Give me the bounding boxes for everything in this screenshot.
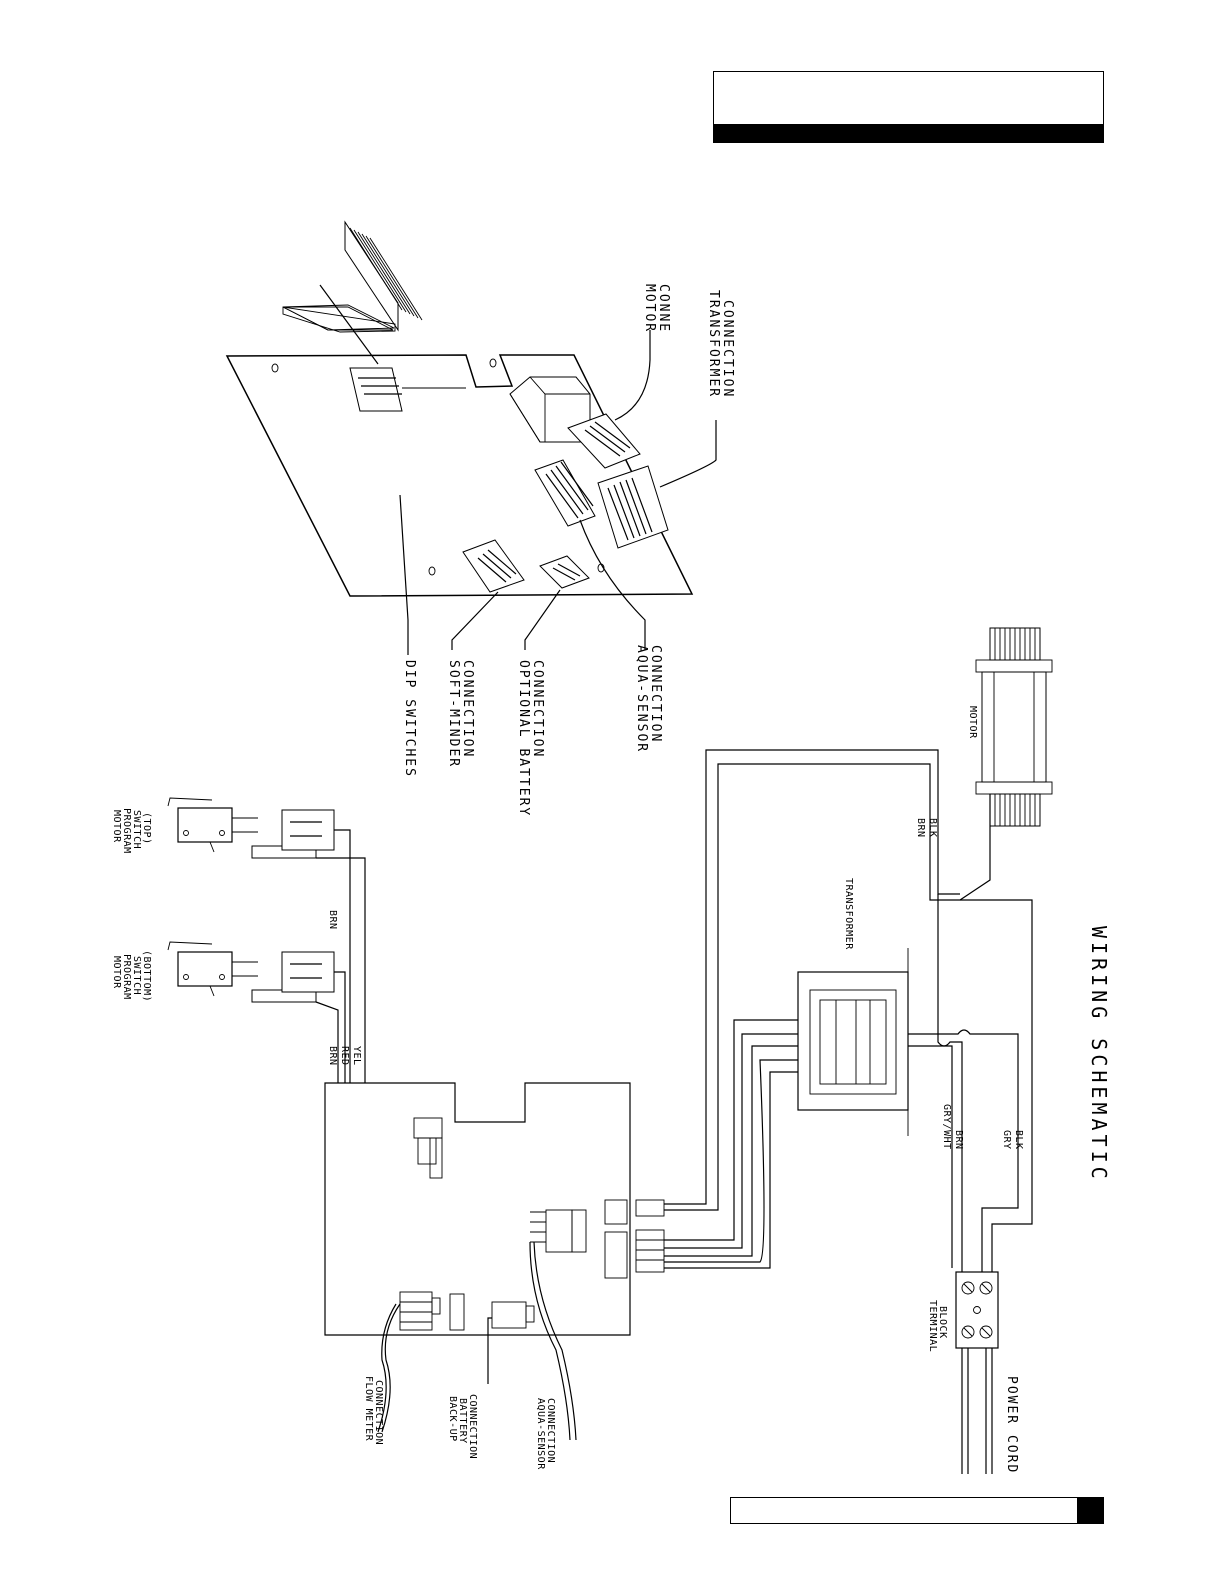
diagram-title: WIRING SCHEMATIC — [1087, 926, 1111, 1183]
leader-lines — [319, 284, 717, 655]
top-connector — [349, 367, 466, 412]
backup-battery-label-1: BACK-UP — [447, 1396, 458, 1442]
switch-bottom-line-1: MOTOR — [111, 956, 122, 989]
header-box — [713, 71, 1104, 143]
wire-label-gry: GRY — [1001, 1130, 1012, 1150]
wire-label-motor-blk: BLK — [927, 818, 938, 838]
soft-minder-label-1: SOFT-MINDER — [446, 660, 461, 768]
external-connections — [377, 1241, 577, 1441]
motor-label: MOTOR — [967, 706, 978, 739]
aqua-sensor-connector — [534, 459, 596, 527]
motor-connection-label-2: CONNE — [656, 284, 671, 333]
flow-meter-label-2: CONNECTION — [373, 1380, 384, 1445]
motor-connector — [567, 413, 641, 469]
transformer-label: TRANSFORMER — [843, 878, 854, 950]
transformer-connection-label-2: CONNECTION — [720, 300, 735, 398]
aqua-sensor-lower-label-1: AQUA-SENSOR — [535, 1398, 546, 1470]
aqua-sensor-label-1: AQUA-SENSOR — [634, 645, 649, 753]
transformer-connection-label-1: TRANSFORMER — [706, 290, 721, 398]
header-bar — [714, 124, 1103, 142]
board-label-group: MOTOR CONNE TRANSFORMER CONNECTION DIP S… — [402, 284, 735, 817]
soft-minder-label-2: CONNECTION — [460, 660, 475, 758]
switch-top-line-2: PROGRAM — [121, 808, 132, 854]
circuit-board-illustration — [225, 220, 717, 655]
wire-label-gry-wht: GRY/WHT — [941, 1104, 952, 1150]
soft-minder-connector — [462, 539, 525, 593]
footer-bar — [1077, 1498, 1103, 1523]
aqua-sensor-label-2: CONNECTION — [648, 645, 663, 743]
terminal-block-label-2: BLOCK — [937, 1306, 948, 1339]
motor-component: MOTOR — [967, 627, 1053, 827]
wire-label-red: RED — [339, 1046, 350, 1066]
switch-top: MOTOR PROGRAM SWITCH (TOP) — [111, 797, 335, 859]
transformer-component: TRANSFORMER — [797, 878, 909, 1136]
switch-bottom-line-3: SWITCH — [131, 956, 142, 995]
control-board — [324, 1082, 665, 1336]
backup-battery-label-2: BATTERY — [457, 1398, 468, 1444]
wire-label-blk: BLK — [1013, 1130, 1024, 1150]
switch-bottom: MOTOR PROGRAM SWITCH (BOTTOM) — [111, 941, 335, 1003]
terminal-block-label-1: TERMINAL — [927, 1300, 938, 1352]
switch-top-line-3: SWITCH — [131, 810, 142, 849]
terminal-block: TERMINAL BLOCK POWER CORD — [927, 1271, 1019, 1474]
wire-label-yel: YEL — [351, 1046, 362, 1066]
dip-switch-block — [282, 220, 423, 333]
power-wiring: BRN BLK GRY/WHT BRN GRY BLK — [664, 749, 1033, 1272]
switch-bottom-line-4: (BOTTOM) — [141, 950, 152, 1002]
optional-battery-label-1: OPTIONAL BATTERY — [516, 660, 531, 817]
wire-label-motor-brn: BRN — [915, 818, 926, 838]
footer-box — [730, 1497, 1104, 1524]
switch-top-line-1: MOTOR — [111, 810, 122, 843]
wire-label-tb-brn: BRN — [953, 1130, 964, 1150]
switch-top-line-4: (TOP) — [141, 812, 152, 845]
power-cord-label: POWER CORD — [1004, 1376, 1019, 1474]
dip-switches-label: DIP SWITCHES — [402, 660, 417, 778]
wire-label-brn-switch: BRN — [327, 910, 338, 930]
optional-battery-label-2: CONNECTION — [530, 660, 545, 758]
relay-block — [509, 376, 591, 443]
lower-labels: FLOW METER CONNECTION BACK-UP BATTERY CO… — [363, 1376, 556, 1470]
flow-meter-label-1: FLOW METER — [363, 1376, 374, 1442]
wire-label-brn: BRN — [327, 1046, 338, 1066]
motor-connection-label-1: MOTOR — [642, 284, 657, 333]
aqua-sensor-lower-label-2: CONNECTION — [545, 1398, 556, 1463]
backup-battery-label-3: CONNECTION — [467, 1394, 478, 1459]
transformer-connector — [597, 465, 669, 549]
optional-battery-connector — [539, 555, 590, 589]
switch-bottom-line-2: PROGRAM — [121, 954, 132, 1000]
